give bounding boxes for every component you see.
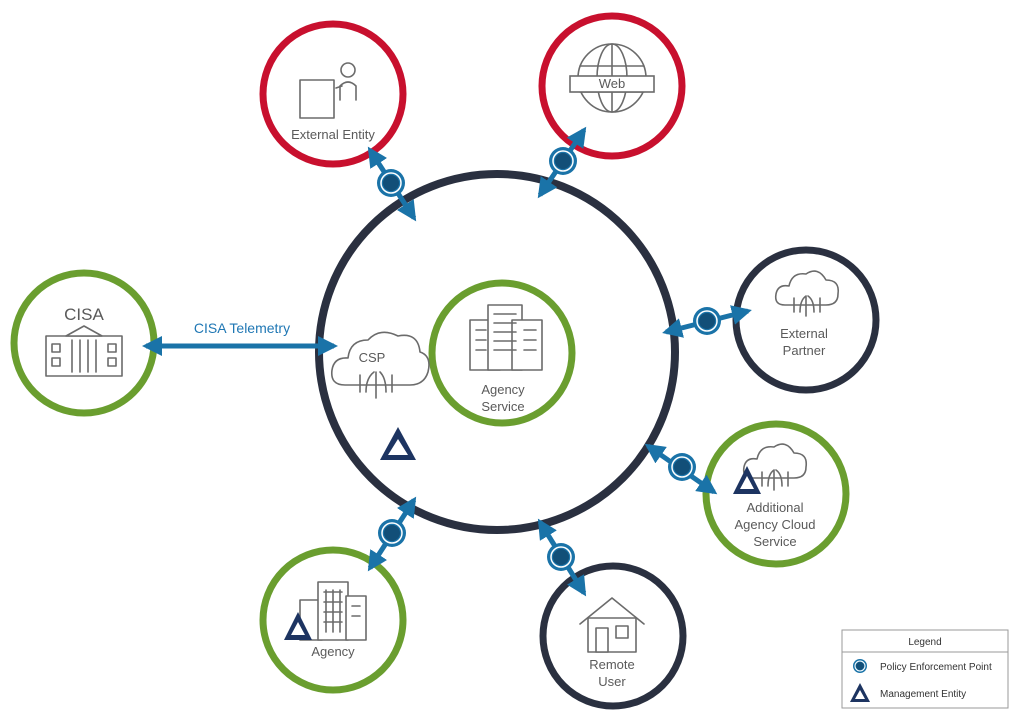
cloud-icon <box>742 443 808 491</box>
server-rack-icon <box>469 304 543 371</box>
agency-service-node[interactable]: Agency Service <box>428 279 576 427</box>
policy-enforcement-point-icon <box>549 147 577 175</box>
external-entity-node[interactable]: External Entity <box>259 20 407 168</box>
presenter-board-icon <box>299 62 357 119</box>
policy-enforcement-point-icon <box>693 307 721 335</box>
legend-item-management: Management Entity <box>880 689 966 700</box>
pep-connector-additional-cloud <box>644 443 718 495</box>
agency-label: Agency <box>311 644 355 659</box>
policy-enforcement-point-icon <box>547 543 575 571</box>
pep-connector-remote-user <box>537 518 587 597</box>
globe-icon <box>569 43 655 113</box>
policy-enforcement-point-icon <box>378 519 406 547</box>
csp-node[interactable]: CSP <box>330 331 430 399</box>
agency-service-label-2: Service <box>481 399 524 414</box>
policy-enforcement-point-icon <box>668 453 696 481</box>
cisa-node[interactable]: CISA <box>10 269 158 417</box>
policy-enforcement-point-icon <box>377 169 405 197</box>
office-building-icon <box>299 581 367 641</box>
pep-connector-external-partner <box>662 305 752 338</box>
remote-user-label-2: User <box>598 674 626 689</box>
pep-connector-web <box>537 126 587 199</box>
agency-service-label-1: Agency <box>481 382 525 397</box>
cloud-icon <box>774 270 840 317</box>
pep-connector-external-entity <box>367 146 417 222</box>
cisa-label: CISA <box>64 305 104 324</box>
legend-title: Legend <box>908 637 941 648</box>
policy-enforcement-point-icon <box>853 659 867 673</box>
additional-cloud-label-1: Additional <box>746 500 803 515</box>
management-entity-triangle <box>284 612 312 640</box>
additional-cloud-label-2: Agency Cloud <box>735 517 816 532</box>
management-entity-triangle <box>733 466 761 494</box>
government-building-icon <box>45 325 123 377</box>
legend-item-pep: Policy Enforcement Point <box>880 662 992 673</box>
csp-label: CSP <box>359 350 386 365</box>
additional-cloud-node[interactable]: Additional Agency Cloud Service <box>702 420 850 568</box>
external-partner-label-1: External <box>780 326 828 341</box>
management-entity-triangle <box>380 427 416 460</box>
pep-connector-agency <box>367 496 417 572</box>
external-entity-label: External Entity <box>291 127 375 142</box>
remote-user-label-1: Remote <box>589 657 635 672</box>
additional-cloud-label-3: Service <box>753 534 796 549</box>
web-node[interactable]: Web <box>538 12 686 160</box>
remote-user-node[interactable]: Remote User <box>539 562 687 710</box>
web-label: Web <box>599 76 626 91</box>
external-partner-label-2: Partner <box>783 343 826 358</box>
cisa-telemetry-label: CISA Telemetry <box>194 320 290 336</box>
house-icon <box>579 597 645 653</box>
legend: Legend Policy Enforcement Point Manageme… <box>841 629 1009 709</box>
management-entity-icon <box>850 683 870 702</box>
external-partner-node[interactable]: External Partner <box>732 246 880 394</box>
agency-node[interactable]: Agency <box>259 546 407 694</box>
